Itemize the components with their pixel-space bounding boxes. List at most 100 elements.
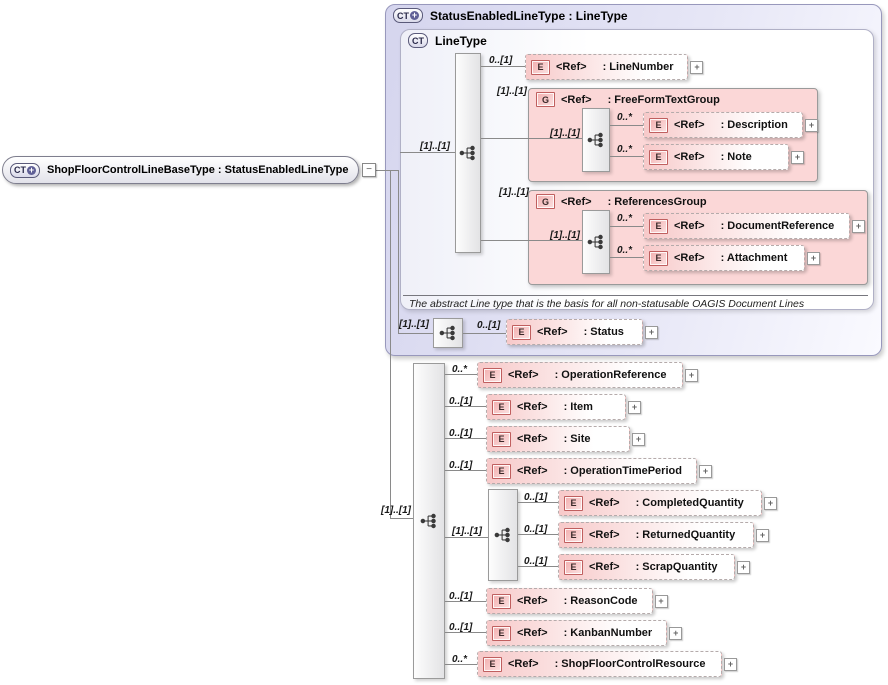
expand-icon[interactable]: + [764,497,777,510]
element-name: : ScrapQuantity [635,561,718,573]
linetype-title: LineType [435,33,487,48]
connector-line [610,257,643,258]
occurs-label: 0..[1] [524,492,548,503]
cardinality-label: [1]..[1] [420,141,450,152]
element-icon: E [649,218,668,234]
linetype-header[interactable]: CT LineType [408,33,487,48]
element-row: E <Ref> : KanbanNumber + [486,620,683,646]
element-row: E <Ref> : ScrapQuantity + [558,554,750,580]
element-row: E <Ref> : Status + [506,319,658,345]
occurs-label: 0..[1] [449,428,473,439]
element-shopfloorcontrolresource[interactable]: E <Ref> : ShopFloorControlResource [477,651,722,677]
connector-line [518,566,558,567]
expand-icon[interactable]: + [685,369,698,382]
element-name: : DocumentReference [720,220,835,232]
element-completedquantity[interactable]: E <Ref> : CompletedQuantity [558,490,762,516]
element-status[interactable]: E <Ref> : Status [506,319,643,345]
connector-line [445,406,486,407]
group-name: : FreeFormTextGroup [607,93,720,106]
expand-icon[interactable]: + [654,595,668,608]
element-row: E <Ref> : ReasonCode + [486,588,668,614]
root-element-node[interactable]: CT+ ShopFloorControlLineBaseType : Statu… [2,156,359,184]
plus-circle-icon: + [410,10,419,20]
element-operationreference[interactable]: E <Ref> : OperationReference [477,362,683,388]
sequence-icon [459,144,477,162]
expand-icon[interactable]: + [632,433,645,446]
sequence-icon [494,526,512,544]
occurs-label: 0..* [617,245,633,256]
element-reasoncode[interactable]: E <Ref> : ReasonCode [486,588,653,614]
connector-line [390,170,391,518]
cardinality-label: [1]..[1] [399,319,429,330]
element-item[interactable]: E <Ref> : Item [486,394,626,420]
element-note[interactable]: E <Ref> : Note [643,144,789,170]
element-operationtimeperiod[interactable]: E <Ref> : OperationTimePeriod [486,458,697,484]
element-name: : Status [583,326,624,338]
expand-icon[interactable]: + [724,658,737,671]
expand-icon[interactable]: + [805,119,818,132]
occurs-label: 0..* [452,654,468,665]
element-attachment[interactable]: E <Ref> : Attachment [643,245,805,271]
linetype-annotation: The abstract Line type that is the basis… [409,298,805,310]
connector-line [481,240,582,241]
connector-line [463,333,506,334]
occurs-label: 0..* [452,364,468,375]
element-row: E <Ref> : ReturnedQuantity + [558,522,769,548]
ref-label: <Ref> [517,433,548,445]
ref-label: <Ref> [537,326,568,338]
element-returnedquantity[interactable]: E <Ref> : ReturnedQuantity [558,522,754,548]
element-icon: E [483,656,502,672]
group-name: : ReferencesGroup [607,195,707,208]
element-description[interactable]: E <Ref> : Description [643,112,803,138]
collapse-icon[interactable]: − [362,163,376,177]
occurs-label: 0..[1] [524,524,548,535]
sequence-bar-quantities [488,489,518,581]
sequence-icon [587,233,605,251]
group-icon: G [536,194,555,209]
element-linenumber[interactable]: E <Ref> : LineNumber [525,54,689,80]
ref-label: <Ref> [517,627,548,639]
element-icon: E [649,117,668,133]
element-kanbannumber[interactable]: E <Ref> : KanbanNumber [486,620,668,646]
occurs-label: 0..[1] [449,591,473,602]
element-icon: E [492,431,511,447]
connector-line [400,152,455,153]
element-icon: E [492,593,511,609]
element-icon: E [649,250,668,266]
element-icon: E [483,367,502,383]
expand-icon[interactable]: + [628,401,641,414]
connector-line [445,470,486,471]
ref-label: <Ref> [589,497,620,509]
expand-icon[interactable]: + [669,627,683,640]
expand-icon[interactable]: + [699,465,712,478]
element-row: E <Ref> : DocumentReference + [643,213,865,239]
cardinality-label: [1]..[1] [381,505,411,516]
element-name: : Description [720,119,788,131]
base-type-header[interactable]: CT+ StatusEnabledLineType : LineType [393,8,628,23]
ref-label: <Ref> [508,658,539,670]
expand-icon[interactable]: + [791,151,804,164]
element-documentreference[interactable]: E <Ref> : DocumentReference [643,213,850,239]
sequence-box-status [433,318,463,348]
connector-line [481,138,582,139]
element-icon: E [492,399,511,415]
element-name: : ReasonCode [563,595,638,607]
expand-icon[interactable]: + [756,529,769,542]
expand-icon[interactable]: + [807,252,820,265]
occurs-label: 0..[1] [524,556,548,567]
connector-line [398,170,399,333]
ref-label: <Ref> [517,401,548,413]
expand-icon[interactable]: + [852,220,865,233]
element-name: : KanbanNumber [563,627,653,639]
connector-line [518,534,558,535]
element-site[interactable]: E <Ref> : Site [486,426,630,452]
element-row: E <Ref> : Attachment + [643,245,820,271]
sequence-bar-freeformtextgroup [582,108,610,172]
element-name: : OperationTimePeriod [563,465,682,477]
expand-icon[interactable]: + [690,61,704,74]
expand-icon[interactable]: + [645,326,658,339]
expand-icon[interactable]: + [737,561,750,574]
ref-label: <Ref> [517,595,548,607]
element-row: E <Ref> : Item + [486,394,641,420]
element-scrapquantity[interactable]: E <Ref> : ScrapQuantity [558,554,735,580]
